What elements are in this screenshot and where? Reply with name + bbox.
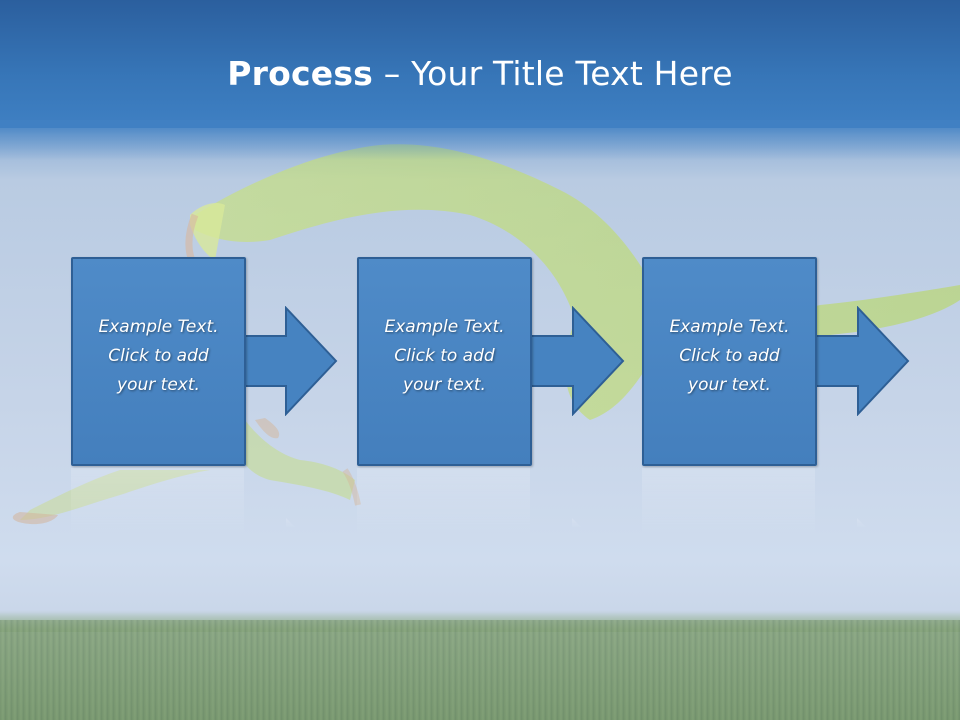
step-1-arrow[interactable]	[236, 306, 340, 416]
title-bold: Process	[227, 54, 373, 93]
step-3-box[interactable]: Example Text. Click to add your text.	[642, 257, 817, 466]
step-3-arrow[interactable]	[808, 306, 912, 416]
step-2-arrow[interactable]	[523, 306, 627, 416]
steps-reflection	[0, 466, 960, 546]
step-2-box[interactable]: Example Text. Click to add your text.	[357, 257, 532, 466]
step-2-text: Example Text. Click to add your text.	[359, 313, 530, 400]
step-3-text: Example Text. Click to add your text.	[644, 313, 815, 400]
grass-field	[0, 620, 960, 720]
step-1-box[interactable]: Example Text. Click to add your text.	[71, 257, 246, 466]
banner-fade	[0, 120, 960, 160]
slide-title[interactable]: Process – Your Title Text Here	[0, 52, 960, 96]
step-1-text: Example Text. Click to add your text.	[73, 313, 244, 400]
title-rest: – Your Title Text Here	[373, 54, 733, 93]
